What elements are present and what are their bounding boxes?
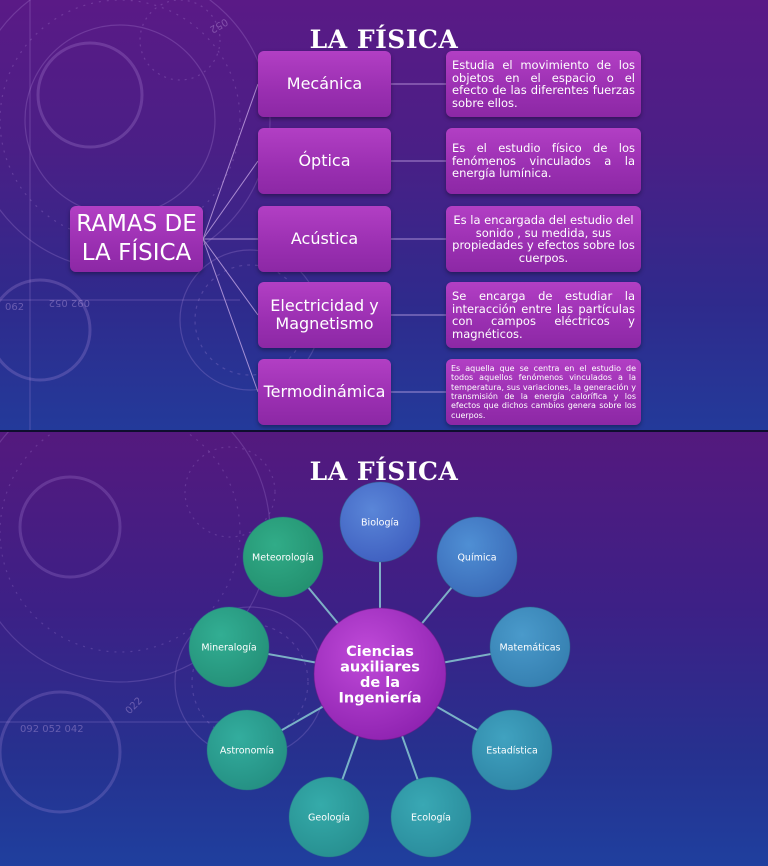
svg-text:092 052: 092 052 xyxy=(49,297,90,308)
branch-label: Óptica xyxy=(298,151,351,170)
slide-title: LA FÍSICA xyxy=(309,25,459,54)
satellite-circle xyxy=(436,516,518,598)
radial-diagram: BiologíaQuímicaMatemáticasEstadísticaEco… xyxy=(188,481,571,858)
satellite-label: Estadística xyxy=(486,746,538,757)
description-text: Se encarga de estudiar la interacción en… xyxy=(452,289,635,341)
satellite-label: Química xyxy=(457,553,496,564)
branch-label: Termodinámica xyxy=(263,382,386,401)
satellite-0: Biología xyxy=(339,481,421,563)
center-label-line: Ciencias xyxy=(346,644,414,660)
slide-title: LA FÍSICA xyxy=(309,457,459,486)
desc-termodinamica: Es aquella que se centra en el estudio d… xyxy=(446,359,641,425)
satellite-1: Química xyxy=(436,516,518,598)
center-label-line: Ingeniería xyxy=(339,690,422,706)
satellite-label: Astronomía xyxy=(220,746,274,757)
satellite-circle xyxy=(339,481,421,563)
branch-optica: Óptica xyxy=(258,128,391,194)
center-label-line: auxiliares xyxy=(340,659,420,675)
satellite-label: Biología xyxy=(361,518,399,529)
branch-acustica: Acústica xyxy=(258,206,391,272)
satellite-label: Meteorología xyxy=(252,553,314,564)
desc-electricidad-magnetismo: Se encarga de estudiar la interacción en… xyxy=(446,282,641,348)
satellite-6: Astronomía xyxy=(206,709,288,791)
connector-lines xyxy=(202,83,446,393)
branch-label: Acústica xyxy=(290,229,359,248)
satellite-5: Geología xyxy=(288,776,370,858)
main-topic-box: RAMAS DE LA FÍSICA xyxy=(70,206,203,272)
satellite-circle xyxy=(471,709,553,791)
branch-label: Mecánica xyxy=(286,74,363,93)
branch-electricidad-magnetismo: Electricidad y Magnetismo xyxy=(258,282,391,348)
description-text: Estudia el movimiento de los objetos en … xyxy=(452,58,635,110)
desc-mecanica: Estudia el movimiento de los objetos en … xyxy=(446,51,641,117)
satellite-4: Ecología xyxy=(390,776,472,858)
satellite-2: Matemáticas xyxy=(489,606,571,688)
branch-termodinamica: Termodinámica xyxy=(258,359,391,425)
satellite-circle xyxy=(188,606,270,688)
satellite-circle xyxy=(288,776,370,858)
description-text: Es la encargada del estudio del sonido ,… xyxy=(452,213,635,265)
svg-text:062: 062 xyxy=(5,302,24,313)
svg-text:092 052 042: 092 052 042 xyxy=(20,724,84,735)
description-text: Es el estudio físico de los fenómenos vi… xyxy=(452,141,635,181)
satellite-3: Estadística xyxy=(471,709,553,791)
satellite-7: Mineralogía xyxy=(188,606,270,688)
satellite-circle xyxy=(390,776,472,858)
satellite-label: Geología xyxy=(308,813,350,824)
main-topic-line-2: LA FÍSICA xyxy=(81,240,192,266)
desc-optica: Es el estudio físico de los fenómenos vi… xyxy=(446,128,641,194)
branch-mecanica: Mecánica xyxy=(258,51,391,117)
satellite-circle xyxy=(489,606,571,688)
satellite-label: Matemáticas xyxy=(499,643,560,654)
main-topic-line-1: RAMAS DE xyxy=(76,211,197,237)
satellite-circle xyxy=(206,709,288,791)
slide-separator xyxy=(0,430,768,432)
slide-ramas-de-la-fisica: 092 052 062 052 LA FÍSICA RAMAS DE LA FÍ… xyxy=(0,0,768,430)
center-circle xyxy=(313,607,447,741)
satellite-label: Ecología xyxy=(411,813,451,824)
description-text: Es aquella que se centra en el estudio d… xyxy=(451,364,636,420)
satellite-circle xyxy=(242,516,324,598)
branch-label: Electricidad y Magnetismo xyxy=(270,296,379,333)
center-label-line: de la xyxy=(360,675,400,691)
desc-acustica: Es la encargada del estudio del sonido ,… xyxy=(446,206,641,272)
satellite-8: Meteorología xyxy=(242,516,324,598)
satellite-label: Mineralogía xyxy=(201,643,256,654)
